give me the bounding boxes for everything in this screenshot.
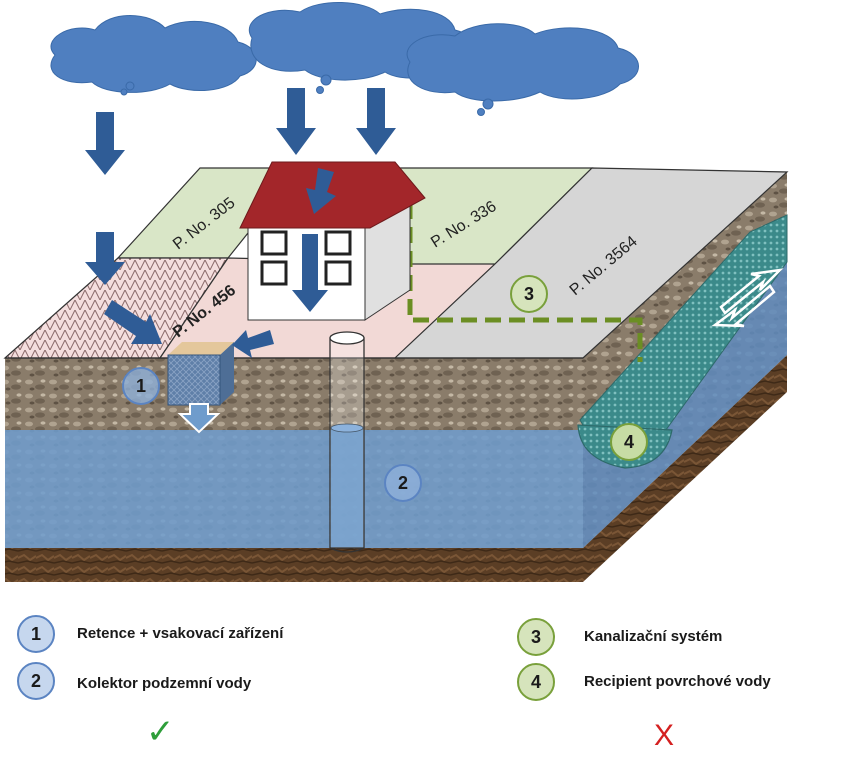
svg-text:4: 4 [624,432,634,452]
cloud-icon [406,23,639,116]
window-icon [324,230,352,256]
legend-label-aquifer: Kolektor podzemní vody [77,675,252,692]
rain-arrow-icon [292,234,328,312]
house [239,161,426,321]
legend-label-recipient: Recipient povrchové vody [584,673,771,690]
cross-icon: X [654,719,675,752]
deep-soil-front [5,548,583,582]
legend-label-sewer: Kanalizační systém [584,628,723,645]
rain-arrow-icon [356,88,396,155]
marker-4: 4 [610,423,648,461]
marker-2: 2 [384,464,422,502]
runoff-arrow-icon [104,300,162,344]
window-icon [260,230,288,256]
svg-text:1: 1 [136,376,146,396]
legend-number-3: 3 [517,618,555,656]
marker-1: 1 [122,367,160,405]
deep-soil-side [583,355,787,582]
rain-arrow-icon [276,88,316,155]
legend-label-retention: Retence + vsakovací zařízení [77,625,284,642]
legend-number-4: 4 [517,663,555,701]
aquifer-front [5,430,583,548]
rain-arrow-icon [85,112,125,175]
svg-text:2: 2 [398,473,408,493]
legend-number-2: 2 [17,662,55,700]
monitoring-well [329,331,365,553]
flow-arrow-icon [711,268,784,328]
cloud-icon [50,15,257,96]
window-icon [260,260,288,286]
checkmark-icon: ✓ [146,712,175,752]
svg-text:3: 3 [524,284,534,304]
rain-arrow-icon [85,232,125,285]
rain-arrow-icon [306,168,336,214]
infiltration-arrow-icon [177,403,221,434]
window-icon [324,260,352,286]
retention-crate [167,342,234,406]
runoff-arrow-icon [232,330,274,358]
marker-3: 3 [510,275,548,313]
legend-number-1: 1 [17,615,55,653]
